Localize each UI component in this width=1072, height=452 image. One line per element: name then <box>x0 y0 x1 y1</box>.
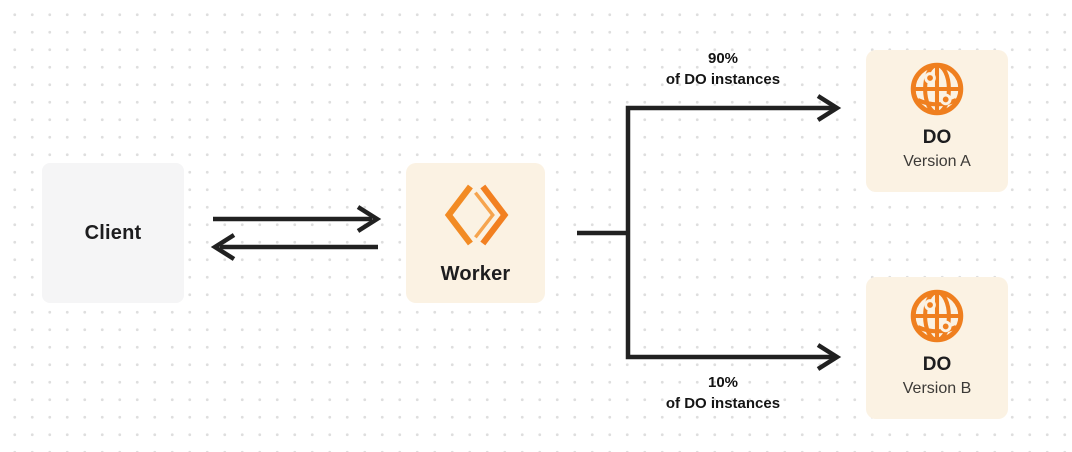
worker-label: Worker <box>440 263 511 285</box>
branch-a-percentage: 90% <box>707 50 739 67</box>
branch-b-label: 10% of DO instances <box>598 372 848 414</box>
do-version-b-title: DO <box>922 354 952 375</box>
client-to-worker-arrow <box>213 205 382 233</box>
branch-b-percentage: 10% <box>707 374 739 391</box>
do-version-a-node: DO Version A <box>866 50 1008 192</box>
do-version-b-node: DO Version B <box>866 277 1008 419</box>
do-version-a-subtitle: Version A <box>903 153 971 170</box>
branch-a-arrowhead <box>816 94 842 122</box>
worker-to-client-arrow <box>210 233 378 261</box>
worker-branch-connector <box>577 105 834 360</box>
workers-logo-icon <box>444 184 508 246</box>
globe-icon <box>910 62 964 116</box>
client-label: Client <box>84 221 142 244</box>
branch-b-arrowhead <box>816 343 842 371</box>
do-version-b-subtitle: Version B <box>902 380 972 397</box>
worker-node: Worker <box>406 163 545 303</box>
branch-a-label: 90% of DO instances <box>598 48 848 90</box>
branch-a-description: of DO instances <box>665 71 781 88</box>
globe-icon <box>910 289 964 343</box>
do-version-a-title: DO <box>922 127 952 148</box>
client-node: Client <box>42 163 184 303</box>
branch-b-description: of DO instances <box>665 395 781 412</box>
